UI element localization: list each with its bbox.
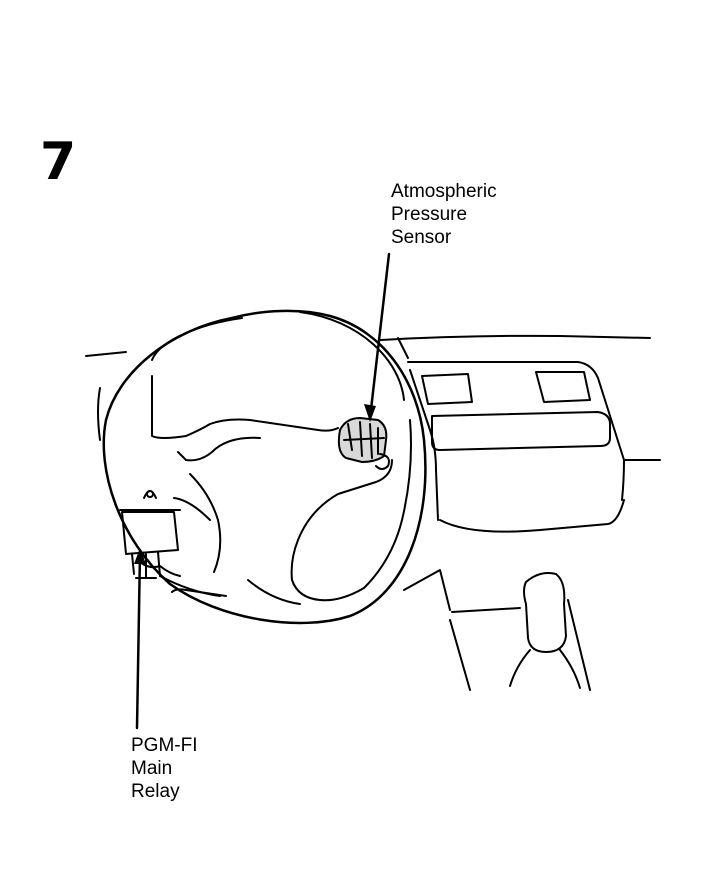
center-console (403, 361, 661, 691)
dashboard-outline (85, 334, 651, 441)
aps-leader-line (368, 252, 391, 420)
callout-line: Sensor (391, 227, 452, 248)
relay-arrowhead (134, 548, 146, 564)
atmospheric-pressure-sensor (337, 417, 390, 470)
callout-line: PGM-FI (131, 735, 198, 756)
pgm-fi-main-relay (119, 490, 221, 597)
aps-arrowhead (364, 404, 376, 422)
callout-line: Relay (131, 781, 180, 802)
callout-atmospheric-pressure-sensor: Atmospheric Pressure Sensor (391, 180, 497, 249)
callout-pgm-fi-main-relay: PGM-FI Main Relay (131, 734, 198, 803)
leader-lines (135, 252, 391, 730)
relay-leader-line (135, 550, 142, 730)
callout-line: Atmospheric (391, 181, 497, 202)
step-number: 7 (40, 132, 77, 192)
callout-line: Pressure (391, 204, 468, 225)
gear-shift (509, 572, 581, 689)
callout-line: Main (131, 758, 173, 779)
